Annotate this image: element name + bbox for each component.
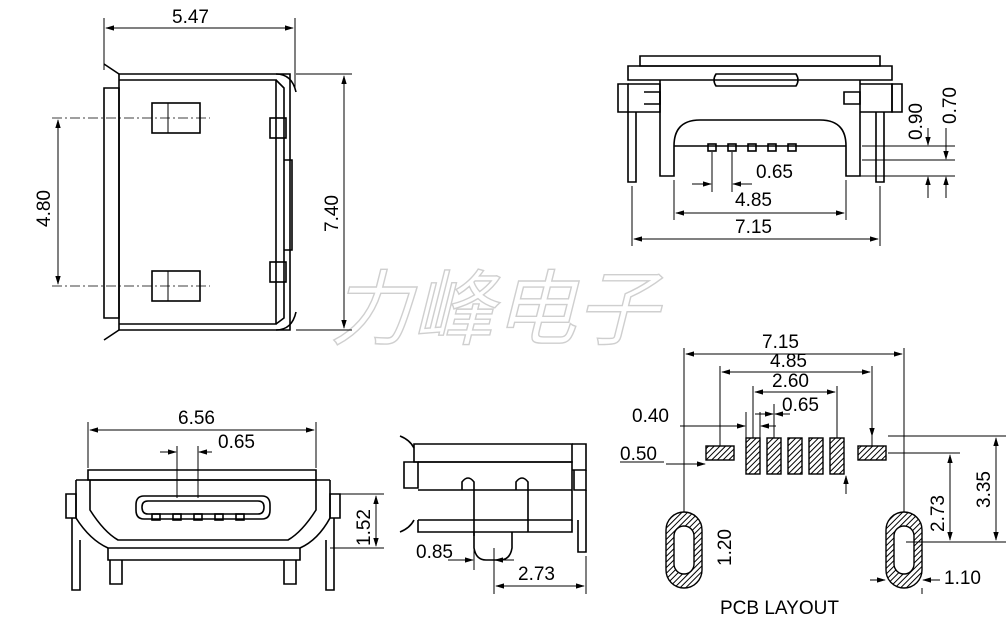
pcb-layout-title: PCB LAYOUT xyxy=(720,598,839,619)
dim-front-d2: 0.70 xyxy=(940,87,961,124)
dim-pcb-outer: 7.15 xyxy=(762,332,799,353)
dim-bottom-pitch: 0.65 xyxy=(218,432,255,453)
dim-front-outer: 7.15 xyxy=(735,217,772,238)
dim-pcb-side-width: 0.50 xyxy=(620,444,657,465)
bottom-view: 6.56 0.65 1.52 xyxy=(65,408,384,591)
front-view: 0.90 0.70 0.65 4.85 7.15 xyxy=(617,55,961,246)
dim-front-d1: 0.90 xyxy=(906,103,927,140)
dim-front-pitch: 0.65 xyxy=(756,162,793,183)
dim-pcb-span: 2.60 xyxy=(772,371,809,392)
dim-bottom-width: 6.56 xyxy=(178,408,215,429)
dim-front-inner: 4.85 xyxy=(735,190,772,211)
dim-top-pad-pitch: 4.80 xyxy=(34,190,55,227)
dim-side-depth: 2.73 xyxy=(518,564,555,585)
pcb-layout: 7.15 4.85 2.60 0.65 0.40 0.50 1.20 xyxy=(620,332,1006,619)
side-view: 0.85 2.73 xyxy=(399,435,587,594)
watermark-text: 力峰电子 xyxy=(330,263,663,358)
dim-pcb-pitch: 0.65 xyxy=(782,395,819,416)
top-view: 5.47 4.80 7.40 xyxy=(34,7,352,341)
dim-pcb-dy1: 2.73 xyxy=(928,495,949,532)
dim-top-width: 5.47 xyxy=(172,7,209,28)
dim-top-length: 7.40 xyxy=(322,195,343,232)
dim-bottom-height: 1.52 xyxy=(354,509,375,546)
dim-pcb-slot-width: 1.10 xyxy=(944,568,981,589)
dim-pcb-inner: 4.85 xyxy=(770,351,807,372)
dim-side-leg: 0.85 xyxy=(416,542,453,563)
dim-pcb-dy2: 3.35 xyxy=(974,471,995,508)
dim-pcb-slot-height: 1.20 xyxy=(715,529,736,566)
dim-pcb-pad-width: 0.40 xyxy=(632,406,669,427)
